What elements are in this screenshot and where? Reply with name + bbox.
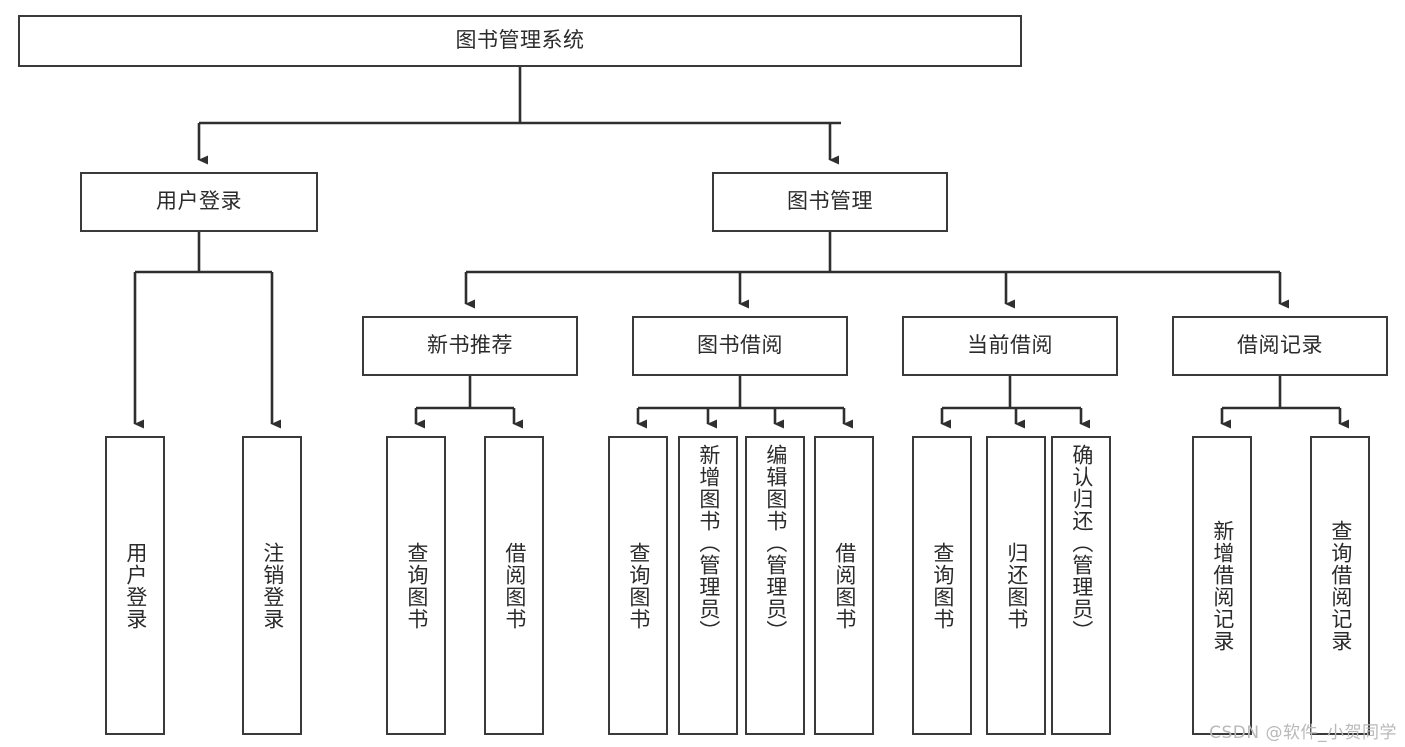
- node-new-book-recommend[interactable]: 新书推荐: [362, 316, 578, 376]
- node-leaf-add-book-label: 新增图书（管理员）: [696, 444, 721, 642]
- node-leaf-query-book-2[interactable]: 查询图书: [608, 436, 668, 735]
- node-leaf-user-login-label: 用户登录: [123, 541, 148, 630]
- node-leaf-query-record[interactable]: 查询借阅记录: [1310, 436, 1370, 735]
- node-leaf-query-book-3[interactable]: 查询图书: [912, 436, 972, 735]
- node-leaf-query-book-3-label: 查询图书: [930, 541, 955, 630]
- node-leaf-edit-book-label: 编辑图书（管理员）: [763, 444, 788, 642]
- node-leaf-borrow-book-2-label: 借阅图书: [832, 541, 857, 630]
- node-book-manage[interactable]: 图书管理: [712, 172, 948, 232]
- connectors: [133, 67, 1349, 429]
- node-leaf-edit-book[interactable]: 编辑图书（管理员）: [745, 436, 805, 735]
- node-leaf-add-book[interactable]: 新增图书（管理员）: [678, 436, 738, 735]
- node-leaf-borrow-book-2[interactable]: 借阅图书: [814, 436, 874, 735]
- node-book-manage-label: 图书管理: [787, 189, 873, 214]
- node-leaf-confirm-return[interactable]: 确认归还（管理员）: [1051, 436, 1111, 735]
- node-leaf-return-book[interactable]: 归还图书: [986, 436, 1046, 735]
- node-leaf-query-book-1[interactable]: 查询图书: [386, 436, 446, 735]
- node-leaf-query-book-2-label: 查询图书: [626, 541, 651, 630]
- node-leaf-return-book-label: 归还图书: [1004, 541, 1029, 630]
- node-new-book-recommend-label: 新书推荐: [427, 333, 513, 358]
- node-root-label: 图书管理系统: [455, 28, 585, 53]
- node-leaf-borrow-book-1[interactable]: 借阅图书: [484, 436, 544, 735]
- node-leaf-confirm-return-label: 确认归还（管理员）: [1069, 444, 1094, 642]
- node-root[interactable]: 图书管理系统: [18, 15, 1022, 67]
- node-book-borrow-label: 图书借阅: [697, 333, 783, 358]
- node-book-borrow[interactable]: 图书借阅: [632, 316, 848, 376]
- node-leaf-logout-label: 注销登录: [260, 541, 285, 630]
- node-leaf-query-record-label: 查询借阅记录: [1328, 519, 1353, 652]
- node-leaf-user-login[interactable]: 用户登录: [105, 436, 165, 735]
- node-current-borrow-label: 当前借阅: [967, 333, 1053, 358]
- node-borrow-record[interactable]: 借阅记录: [1172, 316, 1388, 376]
- node-leaf-borrow-book-1-label: 借阅图书: [502, 541, 527, 630]
- node-leaf-logout[interactable]: 注销登录: [242, 436, 302, 735]
- node-current-borrow[interactable]: 当前借阅: [902, 316, 1118, 376]
- node-leaf-add-record[interactable]: 新增借阅记录: [1192, 436, 1252, 735]
- node-leaf-add-record-label: 新增借阅记录: [1210, 519, 1235, 652]
- node-borrow-record-label: 借阅记录: [1237, 333, 1323, 358]
- node-leaf-query-book-1-label: 查询图书: [404, 541, 429, 630]
- node-user-login[interactable]: 用户登录: [80, 172, 318, 232]
- node-user-login-label: 用户登录: [156, 189, 242, 214]
